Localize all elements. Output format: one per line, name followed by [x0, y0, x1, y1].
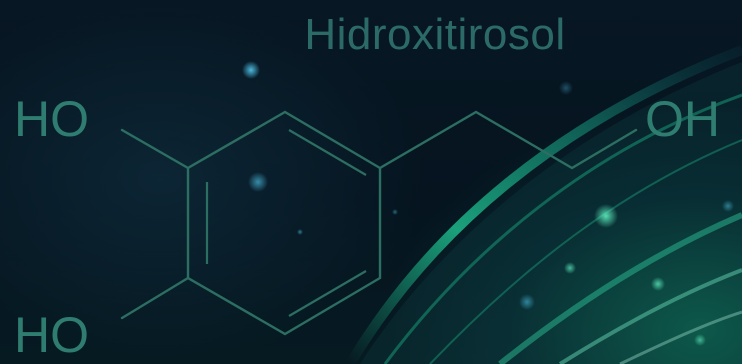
double-bond-bottom [288, 270, 367, 317]
hydroxyl-top-left-label: HO [14, 91, 89, 147]
bond-ring-to-oh-top [120, 128, 190, 170]
hydroxyl-right-label: OH [645, 91, 720, 147]
hydroxyl-bottom-left-label: HO [14, 307, 89, 363]
benzene-ring [186, 110, 382, 336]
ethyl-chain [378, 110, 638, 170]
particles [242, 61, 734, 346]
double-bond-top [288, 129, 367, 176]
bond-ring-to-oh-bottom [120, 276, 190, 320]
molecule-name: Hidroxitirosol [304, 10, 566, 59]
planet-arc [345, 45, 742, 364]
